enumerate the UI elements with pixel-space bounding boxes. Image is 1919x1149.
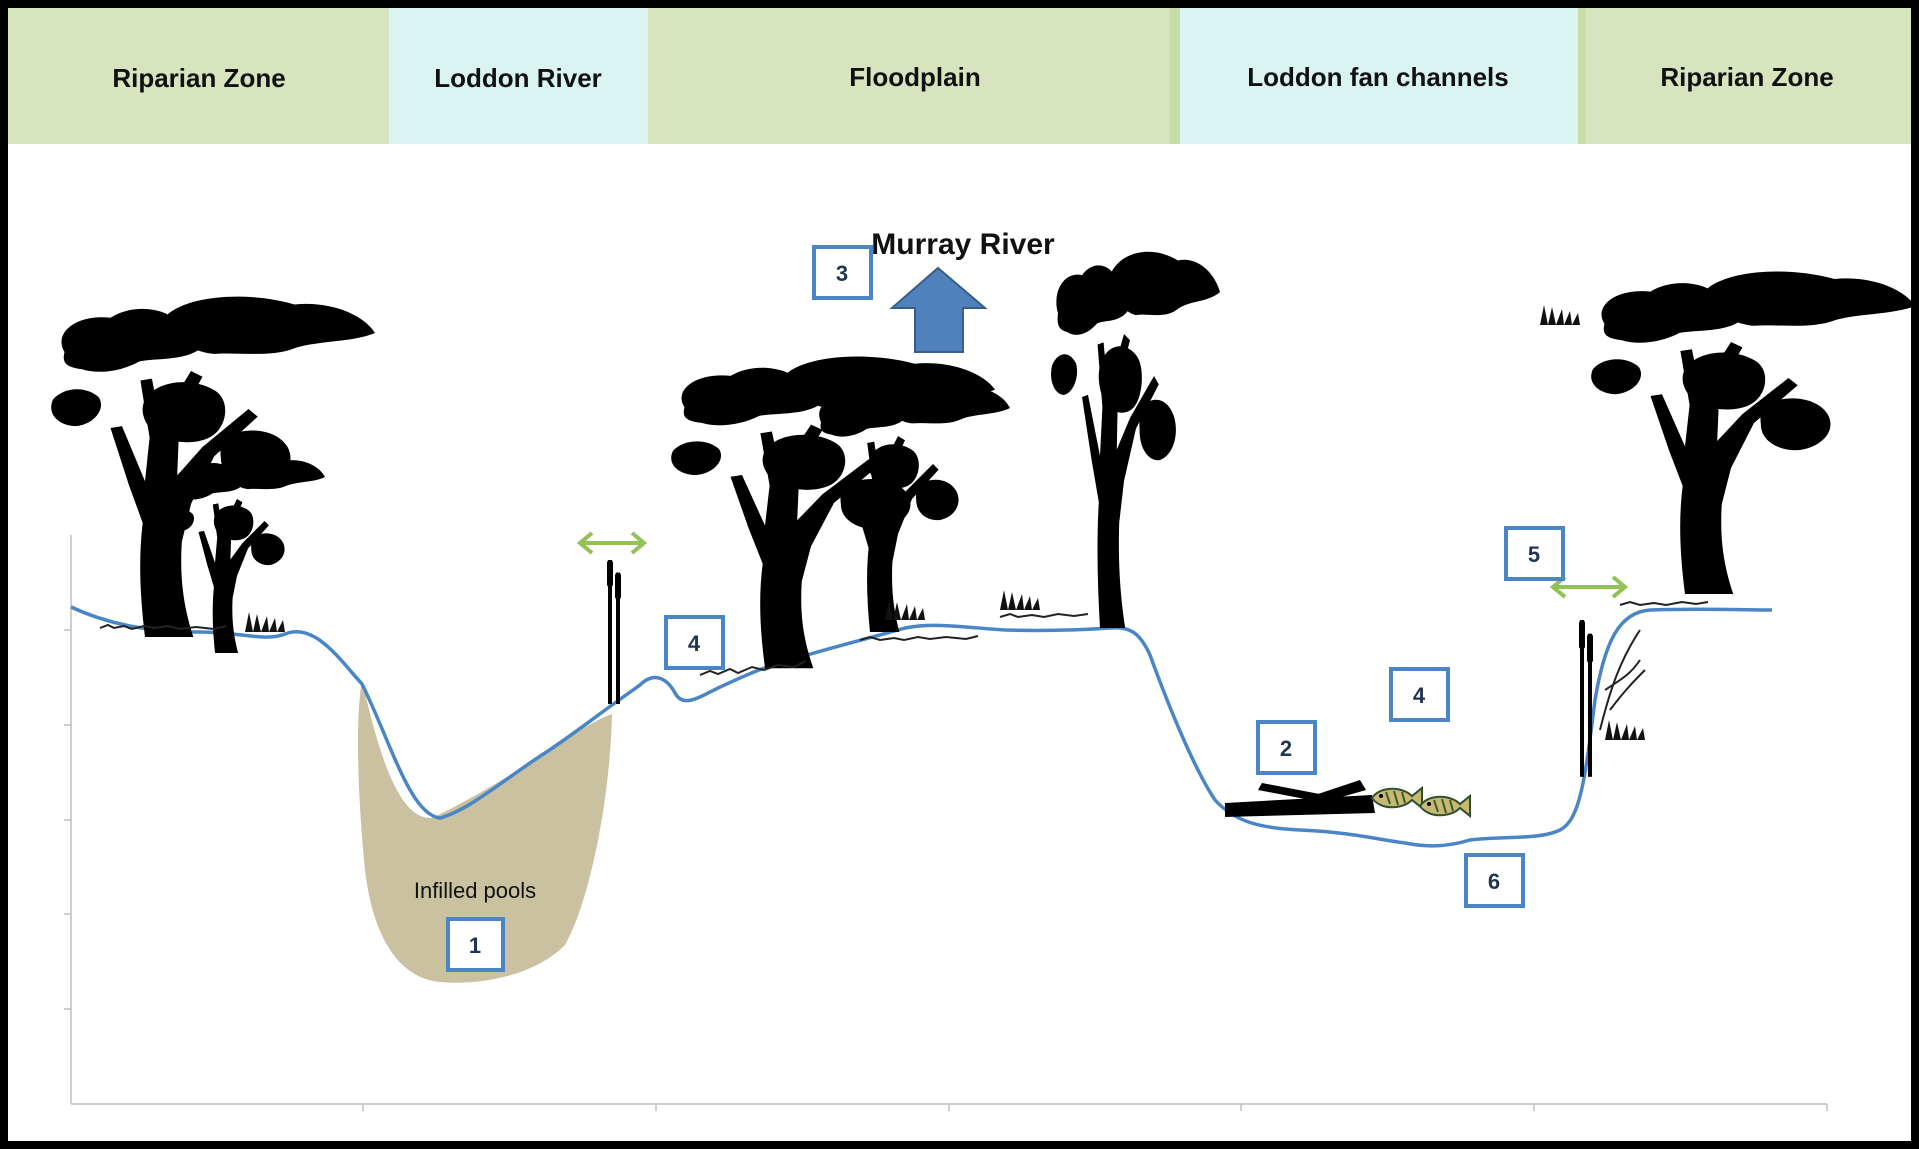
zone-label-fan-channels: Loddon fan channels [1247, 62, 1508, 92]
marker-3: 3 [812, 245, 873, 300]
axis-frame [64, 535, 1828, 1111]
zone-band-riparian-right [1578, 8, 1911, 144]
svg-text:4: 4 [688, 631, 701, 656]
svg-text:3: 3 [836, 261, 848, 286]
log-icon [1225, 780, 1375, 817]
svg-text:2: 2 [1280, 736, 1292, 761]
svg-text:1: 1 [469, 933, 481, 958]
zone-label-floodplain: Floodplain [849, 62, 980, 92]
ground-profile-line [70, 605, 1773, 848]
zone-band-fan-channels [1180, 8, 1578, 144]
zone-header: Riparian Zone Loddon River Floodplain Lo… [8, 8, 1911, 144]
infilled-pool-area [358, 680, 612, 983]
double-arrow-icon [576, 531, 648, 555]
zone-label-riparian-right: Riparian Zone [1660, 62, 1833, 92]
marker-2: 2 [1256, 720, 1317, 775]
infilled-pools-label: Infilled pools [414, 878, 536, 903]
zone-band-riparian-left [8, 8, 389, 144]
marker-4-floodplain: 4 [664, 615, 725, 670]
zone-band-loddon-river [389, 8, 648, 144]
marker-5: 5 [1504, 526, 1565, 581]
ground-litter [99, 600, 1709, 676]
marker-6: 6 [1464, 853, 1525, 908]
zone-band-floodplain [648, 8, 1180, 144]
zone-label-loddon-river: Loddon River [434, 63, 602, 93]
zone-label-riparian-left: Riparian Zone [112, 63, 285, 93]
reed-icon [1599, 629, 1646, 731]
svg-text:6: 6 [1488, 869, 1500, 894]
marker-4-fan-channels: 4 [1389, 667, 1450, 722]
marker-1: 1 [446, 917, 505, 972]
murray-river-label: Murray River [871, 228, 1055, 261]
svg-text:4: 4 [1413, 683, 1426, 708]
svg-text:5: 5 [1528, 542, 1540, 567]
up-arrow-icon [889, 266, 988, 353]
